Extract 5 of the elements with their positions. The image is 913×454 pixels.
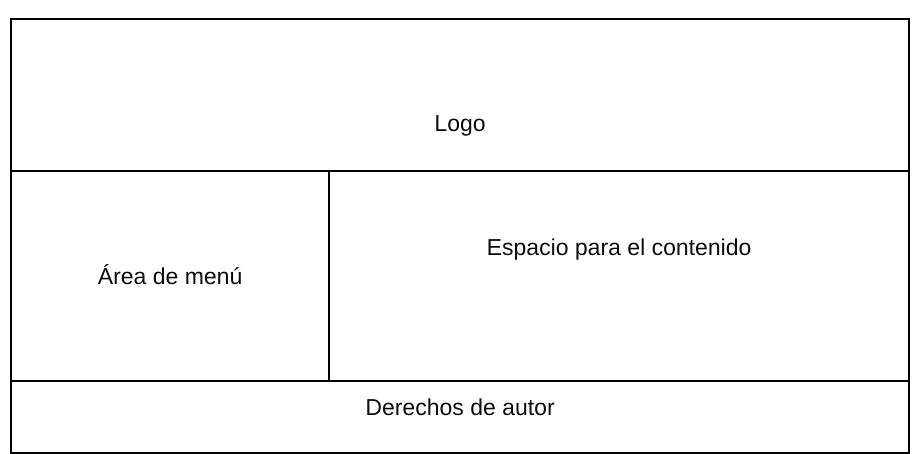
region-label: Área de menú: [98, 262, 242, 291]
region-label: Logo: [434, 108, 486, 138]
page-frame: [10, 18, 910, 454]
region-label: Derechos de autor: [365, 393, 555, 422]
region-label: Espacio para el contenido: [486, 233, 752, 262]
